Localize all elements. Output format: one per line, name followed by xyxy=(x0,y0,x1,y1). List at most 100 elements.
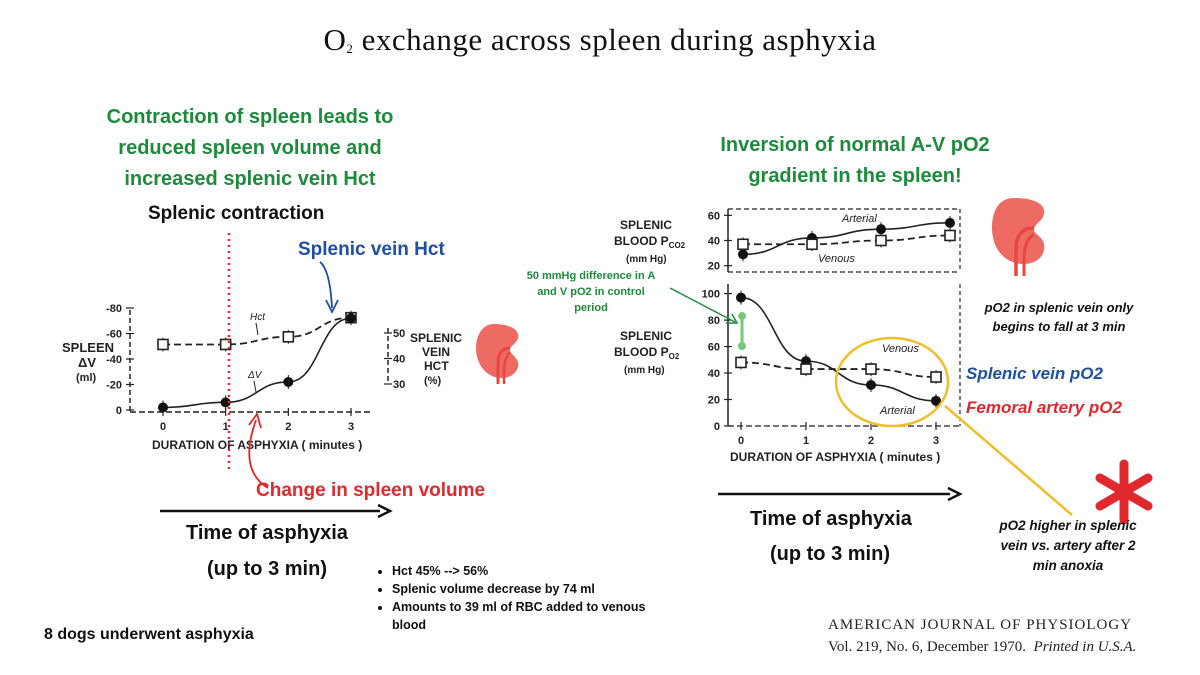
po2-series-1-point xyxy=(735,356,747,369)
dv-series-point xyxy=(283,376,294,387)
pco2-series-1-point xyxy=(806,238,818,251)
pco2-series-0-point xyxy=(876,224,886,235)
control-gradient-top xyxy=(738,312,746,320)
right-heading-line-2: gradient in the spleen! xyxy=(748,165,962,187)
right-y-tick-label: 40 xyxy=(393,354,405,366)
pco2-label-arterial: Arterial xyxy=(841,213,877,225)
series-label-dv: ΔV xyxy=(247,370,263,381)
left-y-tick-label: -20 xyxy=(106,380,122,392)
left-heading-line-2: reduced spleen volume and xyxy=(118,137,382,159)
blue-arrow-head xyxy=(325,299,339,315)
femoral-artery-po2-label: Femoral artery pO2 xyxy=(966,398,1122,417)
pco2-y-tick-label: 20 xyxy=(708,261,720,273)
vein-fall-note: pO2 in splenic vein only begins to fall … xyxy=(944,298,1174,336)
po2-y-tick-label: 80 xyxy=(708,315,720,327)
right-arrow-icon xyxy=(377,503,393,519)
splenic-vein-po2-label: Splenic vein pO2 xyxy=(966,364,1103,383)
po2-xlabel: DURATION OF ASPHYXIA ( minutes ) xyxy=(730,450,940,464)
po2-y-tick-label: 0 xyxy=(714,421,720,433)
note-line: and V pO2 in control xyxy=(537,286,645,298)
left-xlabel: DURATION OF ASPHYXIA ( minutes ) xyxy=(152,438,362,452)
po2-y-tick-label: 40 xyxy=(708,368,720,380)
x-tick-label: 2 xyxy=(285,421,291,433)
bullet-item: Splenic volume decrease by 74 ml xyxy=(392,580,662,598)
right-ylabel-line-1: SPLENIC xyxy=(410,331,462,345)
journal-name: AMERICAN JOURNAL OF PHYSIOLOGY xyxy=(828,617,1133,633)
bullet-item: Amounts to 39 ml of RBC added to venous … xyxy=(392,598,662,634)
right-arrow-icon xyxy=(947,486,963,502)
pco2-series-1-line xyxy=(743,234,951,246)
red-arrow-head xyxy=(248,411,262,429)
splenic-contraction-label: Splenic contraction xyxy=(148,203,325,224)
control-gradient-note: 50 mmHg difference in A and V pO2 in con… xyxy=(496,268,686,316)
pco2-series-1-point xyxy=(737,238,749,251)
hct-series-point xyxy=(157,338,169,351)
right-up-to-3-min: (up to 3 min) xyxy=(770,543,890,565)
hct-series-point xyxy=(282,331,295,343)
journal-volume: Vol. 219, No. 6, December 1970. Printed … xyxy=(828,636,1136,658)
left-ylabel-line-3: (ml) xyxy=(76,372,97,384)
po2-series-1-point xyxy=(930,371,942,383)
change-in-spleen-volume-label: Change in spleen volume xyxy=(256,480,486,501)
highlight-circle xyxy=(834,336,950,428)
po2-y-tick-label: 60 xyxy=(708,342,720,354)
left-ylabel-line-2: ΔV xyxy=(78,355,96,370)
pco2-series-0-point xyxy=(945,217,955,228)
po2-series-1-point xyxy=(865,363,877,375)
pco2-title-line-1: SPLENIC xyxy=(620,218,672,232)
note-line: pO2 in splenic vein only xyxy=(984,300,1134,315)
red-curved-arrow xyxy=(248,419,269,489)
green-pointer-arrow xyxy=(669,287,736,323)
left-heading-line-3: increased splenic vein Hct xyxy=(124,168,376,190)
left-series-group xyxy=(157,310,357,415)
po2-series-0-point xyxy=(931,395,941,406)
left-y-tick-group: 0-20-40-60-80 xyxy=(106,303,134,417)
journal-issue: Vol. 219, No. 6, December 1970. xyxy=(828,639,1027,655)
left-y-tick-label: 0 xyxy=(116,405,122,417)
pco2-series-0-point xyxy=(738,249,748,260)
x-tick-label: 0 xyxy=(160,421,166,433)
po2-series-group xyxy=(735,290,942,408)
pco2-series-1-point xyxy=(875,234,887,247)
series-label-hct: Hct xyxy=(250,312,266,323)
po2-label-venous: Venous xyxy=(882,343,919,355)
splenic-vein-hct-label: Splenic vein Hct xyxy=(298,239,445,260)
pco2-label-venous: Venous xyxy=(818,253,855,265)
note-line: begins to fall at 3 min xyxy=(992,319,1126,334)
note-line: period xyxy=(574,302,608,314)
po2-title-line-1: SPLENIC xyxy=(620,329,672,343)
left-ylabel-line-1: SPLEEN xyxy=(62,340,114,355)
control-gradient-bottom xyxy=(738,342,746,350)
dv-pointer xyxy=(253,380,257,393)
right-ylabel-line-4: (%) xyxy=(424,375,441,387)
po2-y-tick-label: 100 xyxy=(702,289,720,301)
left-heading-line-1: Contraction of spleen leads to xyxy=(106,106,394,128)
left-y-tick-label: -60 xyxy=(106,329,122,341)
note-line: pO2 higher in splenic xyxy=(999,518,1137,533)
pco2-series-1-point xyxy=(944,229,956,242)
journal-citation: AMERICAN JOURNAL OF PHYSIOLOGY Vol. 219,… xyxy=(828,614,1136,658)
po2-label-arterial: Arterial xyxy=(879,405,915,417)
dogs-note: 8 dogs underwent asphyxia xyxy=(44,626,254,643)
left-time-of-asphyxia: Time of asphyxia xyxy=(186,522,348,544)
hct-series-point xyxy=(219,338,232,351)
vein-higher-note: pO2 higher in splenic vein vs. artery af… xyxy=(968,516,1168,576)
hct-pointer xyxy=(255,322,259,336)
po2-x-tick-label: 0 xyxy=(738,435,744,447)
right-time-of-asphyxia: Time of asphyxia xyxy=(750,508,912,530)
po2-title-line-2: BLOOD PO2 xyxy=(614,345,680,361)
pco2-y-tick-label: 40 xyxy=(708,236,720,248)
kidney-icon xyxy=(476,324,519,384)
pco2-series-group xyxy=(737,215,956,262)
note-line: min anoxia xyxy=(1032,558,1104,573)
red-asterisk-icon xyxy=(1095,459,1153,525)
right-heading-line-1: Inversion of normal A-V pO2 xyxy=(720,134,990,156)
x-tick-label: 3 xyxy=(348,421,354,433)
pco2-title-line-2: BLOOD PCO2 xyxy=(614,234,686,250)
right-heading: Inversion of normal A-V pO2 gradient in … xyxy=(680,130,1030,192)
journal-printed: Printed in U.S.A. xyxy=(1033,639,1137,655)
pco2-series-0-line xyxy=(742,222,951,256)
